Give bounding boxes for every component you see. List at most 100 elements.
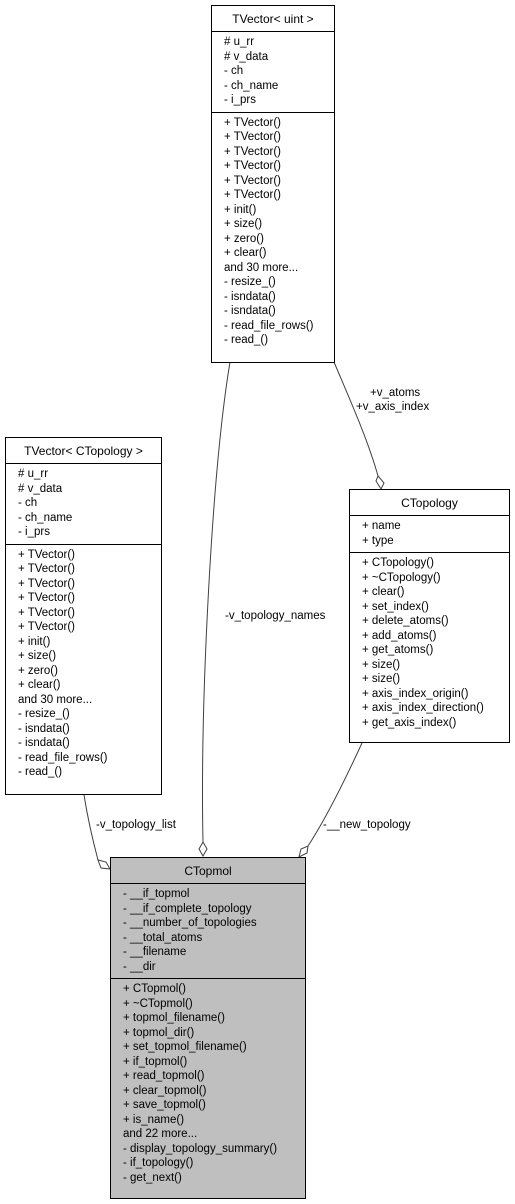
class-member: + TVector() — [18, 563, 75, 575]
class-member: + TVector() — [224, 131, 281, 143]
class-member: - __if_complete_topology — [123, 902, 252, 915]
class-member: + TVector() — [18, 577, 75, 590]
class-member: + size() — [18, 650, 57, 662]
class-methods: + CTopology() + ~CTopology() + clear() + se… — [350, 552, 509, 734]
class-member: - ch_name — [224, 79, 279, 92]
class-member: # u_rr — [224, 36, 255, 48]
edge-v-topology-names — [202, 361, 231, 843]
edge-new-topology — [307, 742, 363, 847]
class-member: - resize_() — [224, 276, 276, 288]
class-member: - display_topology_summary() — [123, 1142, 278, 1155]
class-member: + save_topmol() — [123, 1099, 206, 1111]
class-member: + TVector() — [224, 174, 281, 187]
edge-v-topology-list-diamond — [97, 859, 111, 870]
class-member: - __if_topmol — [123, 888, 190, 900]
edge-label-v-topology-list: -v_topology_list — [96, 819, 176, 831]
class-member: - __filename — [123, 946, 187, 958]
class-member: - isndata() — [18, 737, 70, 749]
class-member: - read_file_rows() — [224, 319, 314, 332]
class-member: + TVector() — [18, 621, 75, 633]
class-member: - get_next() — [123, 1171, 182, 1184]
class-member: + type — [362, 534, 394, 547]
class-title: TVector< CTopology > — [6, 438, 161, 464]
class-member: - __number_of_topologies — [123, 917, 257, 929]
class-member: - __dir — [123, 960, 156, 973]
class-member: + is_name() — [123, 1113, 185, 1126]
class-member: and 30 more... — [224, 261, 299, 274]
class-member: + CTopmol() — [123, 983, 186, 995]
class-member: - read_() — [224, 334, 269, 346]
class-member: and 30 more... — [18, 693, 93, 706]
class-member: + size() — [362, 673, 401, 685]
class-member: - isndata() — [224, 290, 276, 303]
class-methods: + TVector() + TVector() + TVector() + TVect… — [212, 111, 334, 352]
class-member: + TVector() — [18, 548, 75, 561]
class-member: + if_topmol() — [123, 1055, 188, 1068]
class-member: + topmol_dir() — [123, 1026, 195, 1039]
class-member: # v_data — [224, 50, 269, 63]
class-member: + set_topmol_filename() — [123, 1041, 247, 1053]
class-member: + init() — [224, 203, 257, 216]
class-member: + clear() — [18, 679, 61, 691]
class-member: + zero() — [224, 232, 264, 245]
class-box-tvector-uint: TVector< uint > # u_rr# v_data- ch- ch_n… — [211, 5, 335, 363]
class-member: + topmol_filename() — [123, 1012, 225, 1024]
edge-label-v-topology-names: -v_topology_names — [225, 610, 326, 622]
edge-label-v-atoms: +v_atoms — [370, 387, 421, 399]
class-member: - ch — [18, 497, 38, 509]
class-member: - i_prs — [224, 94, 256, 106]
edge-new-topology-diamond — [298, 845, 309, 858]
class-member: + add_atoms() — [362, 629, 437, 642]
edge-v-topology-names-diamond — [198, 840, 208, 858]
edge-label-v-axis-index: +v_axis_index — [356, 401, 430, 413]
class-member: + TVector() — [18, 606, 75, 619]
class-member: - isndata() — [224, 305, 276, 317]
class-attributes: # u_rr# v_data- ch- ch_name- i_prs — [212, 32, 334, 112]
class-methods: + TVector() + TVector() + TVector() + TVect… — [6, 543, 161, 784]
class-member: + init() — [18, 635, 51, 648]
edge-v-topology-list — [83, 794, 99, 861]
class-member: + axis_index_direction() — [362, 702, 484, 714]
edge-v-atoms-diamond — [375, 475, 385, 491]
class-attributes: + name+ type — [350, 516, 509, 552]
class-member: + size() — [224, 218, 263, 230]
class-member: - i_prs — [18, 526, 50, 538]
class-member: and 22 more... — [123, 1128, 198, 1140]
class-member: - if_topology() — [123, 1157, 194, 1169]
class-member: + get_atoms() — [362, 644, 434, 656]
class-member: + CTopology() — [362, 557, 434, 569]
class-box-ctopology: CTopology + name+ type + CTopology() + ~C… — [349, 489, 510, 743]
class-box-tvector-ctopology: TVector< CTopology > # u_rr# v_data- ch-… — [5, 437, 162, 795]
class-member: - ch_name — [18, 511, 73, 524]
class-member: + TVector() — [224, 116, 281, 129]
class-attributes: # u_rr# v_data- ch- ch_name- i_prs — [6, 464, 161, 544]
class-member: + TVector() — [18, 592, 75, 604]
class-member: + get_axis_index() — [362, 716, 457, 729]
class-member: + read_topmol() — [123, 1070, 205, 1082]
class-member: # u_rr — [18, 468, 49, 480]
class-member: + clear() — [224, 247, 267, 259]
class-title: TVector< uint > — [212, 6, 334, 32]
class-member: - resize_() — [18, 708, 70, 720]
edge-label-new-topology: -__new_topology — [323, 819, 411, 831]
class-methods: + CTopmol() + ~CTopmol() + topmol_filename… — [111, 978, 305, 1189]
class-member: - __total_atoms — [123, 931, 203, 944]
class-member: + TVector() — [224, 160, 281, 172]
class-attributes: - __if_topmol - __if_complete_topology - _… — [111, 884, 305, 978]
class-member: + clear_topmol() — [123, 1084, 207, 1097]
class-member: + clear() — [362, 586, 405, 598]
class-member: + TVector() — [224, 189, 281, 201]
class-member: - isndata() — [18, 722, 70, 735]
class-title: CTopmol — [111, 858, 305, 884]
class-member: + set_index() — [362, 600, 429, 613]
class-member: + axis_index_origin() — [362, 687, 469, 700]
class-member: + ~CTopology() — [362, 571, 441, 584]
edge-v-atoms — [333, 361, 379, 477]
class-member: - read_() — [18, 766, 63, 778]
class-title: CTopology — [350, 490, 509, 516]
class-member: + ~CTopmol() — [123, 997, 193, 1010]
class-member: + TVector() — [224, 145, 281, 158]
class-box-ctopmol: CTopmol - __if_topmol - __if_complete_top… — [110, 857, 306, 1199]
class-member: - read_file_rows() — [18, 751, 108, 764]
